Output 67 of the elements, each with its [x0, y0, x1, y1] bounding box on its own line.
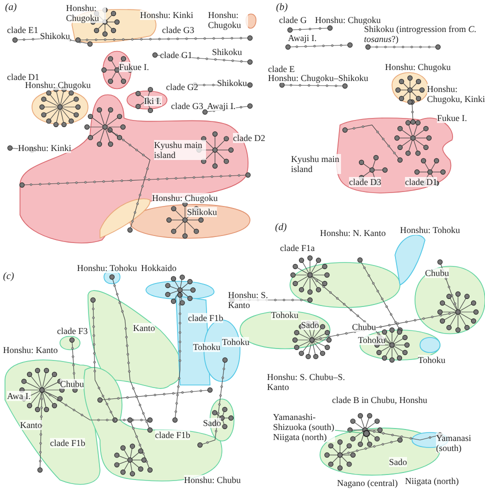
region-label: Fukue I.	[437, 113, 467, 123]
region-label: clade D3	[349, 177, 382, 187]
region-label: Fukue I.	[119, 62, 149, 72]
panel-label: (c)	[3, 272, 14, 282]
region-label: clade G1	[160, 50, 192, 60]
region-label: Kyushu main island	[154, 140, 206, 160]
region-label: Shikoku	[217, 78, 248, 88]
region-label: clade B in Chubu, Honshu	[332, 395, 428, 405]
region-label: Awaji I.	[288, 33, 317, 43]
region-label: clade D1	[405, 177, 438, 187]
region-label: Shikoku	[40, 31, 70, 41]
region-label: Honshu: Tohoku	[77, 263, 137, 273]
region-label: Tohoku	[193, 342, 220, 352]
region-label: Honshu: Kanto	[3, 345, 58, 355]
region-label: Tohoku	[222, 337, 250, 347]
region-label: clade E	[268, 64, 295, 74]
region-label: Honshu: S. Kanto	[228, 290, 268, 310]
region-label: clade F1b	[155, 430, 190, 440]
region-label: Sado	[203, 418, 221, 428]
region-label: Tohoku	[271, 310, 298, 320]
region-label: Honshu: Chugoku	[208, 10, 248, 30]
region-label: Awaji I.	[207, 101, 236, 111]
region-label: clade G2	[166, 82, 198, 92]
region-label: Tohoku	[358, 335, 386, 345]
region-label: Honshu: Chugoku–Shikoku	[268, 73, 368, 83]
region-label: Honshu: Chugoku	[152, 193, 218, 203]
region-label: clade G	[279, 15, 307, 25]
region-label: clade F1b	[188, 313, 224, 323]
region-label: Chubu	[425, 268, 450, 278]
region-label: Honshu: Chugoku	[385, 62, 451, 72]
region-label: Honshu: Kinki	[18, 143, 72, 153]
region-label: Niigata (north)	[405, 476, 459, 486]
region-label: Nagano (central)	[337, 478, 398, 488]
region-label: Kyushu main island	[291, 154, 341, 174]
region-label: Shikoku	[212, 47, 242, 57]
region-label: Kanto	[20, 420, 42, 430]
region-label: Iki I.	[144, 96, 162, 106]
panel-label: (b)	[276, 3, 288, 13]
region-label: clade F3	[57, 326, 88, 336]
region-label: Tohoku	[418, 355, 446, 365]
leader-line	[334, 430, 364, 434]
region-label: Honshu: Chugoku, Kinki	[427, 84, 485, 104]
region-label: clade F1b	[50, 438, 86, 448]
panel-label: (a)	[5, 3, 17, 13]
region-label: Hokkaido	[141, 263, 176, 273]
region-label: Chubu	[60, 379, 84, 389]
region-label: Honshu: N. Kanto	[320, 228, 386, 238]
region-label: Sado	[389, 457, 407, 467]
region-label: Honshu: Chugoku	[315, 15, 381, 25]
region-label: clade D1	[7, 72, 40, 82]
region-label: Honshu: Chubu	[184, 475, 241, 485]
region-label: clade D2	[233, 133, 266, 143]
region-label: Kanto	[133, 323, 155, 333]
region-label: Honshu: Chugoku	[25, 80, 91, 90]
region-label: Honshu: Tohoku	[400, 225, 460, 235]
region-label: clade E1	[7, 25, 38, 35]
region-label: clade G3	[162, 25, 194, 35]
region-label: clade F1a	[280, 243, 315, 253]
region-label: Yamanashi- Shizuoka (south) Niigata (north)	[273, 412, 335, 442]
region-label: Shikoku	[187, 207, 218, 217]
region-label: clade G3	[171, 101, 204, 111]
region-label: Chubu	[352, 322, 376, 332]
region-label: Awa I.	[7, 391, 31, 401]
region-label: Honshu: Kinki	[140, 10, 194, 20]
region-label: Honshu: Chugoku	[66, 3, 106, 23]
region-label: Sado	[301, 320, 319, 330]
panel-label: (d)	[275, 223, 287, 233]
